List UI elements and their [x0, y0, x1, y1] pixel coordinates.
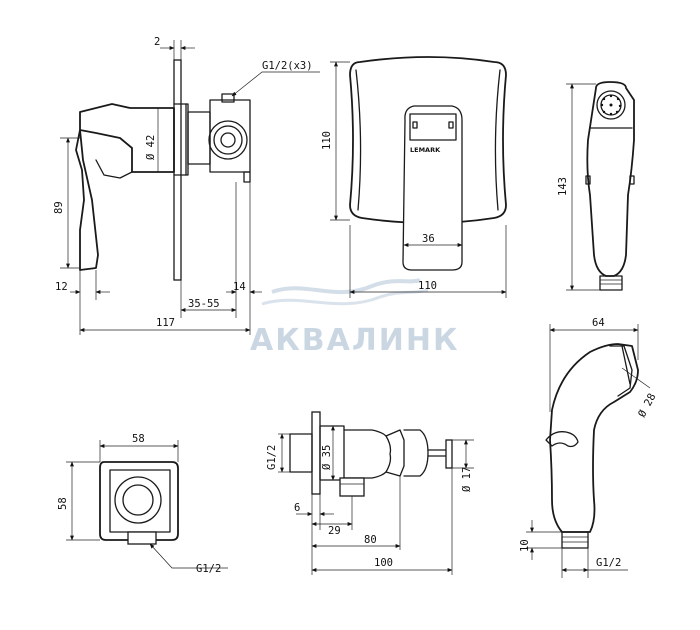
- cover-plate: [349, 56, 507, 224]
- dim-offset-12: 12: [55, 281, 68, 293]
- dim-elbow-height: 58: [57, 497, 69, 510]
- dim-shower-length: 143: [557, 177, 569, 196]
- dim-plate-thickness: 2: [154, 36, 160, 48]
- dim-thread-x3: G1/2(x3): [262, 60, 313, 72]
- dim-outlet-14: 14: [233, 281, 246, 293]
- mixer-side-view: 2 G1/2(x3) Ø 42 89 12 35-55 14 117: [53, 36, 320, 335]
- mixer-body: [79, 103, 175, 173]
- top-port: [221, 93, 235, 103]
- valve-neck: [385, 429, 405, 477]
- dim-elbow-width: 58: [132, 433, 145, 445]
- elbow-inlet-thread: [289, 433, 313, 473]
- dim-diameter-42: Ø 42: [145, 135, 157, 160]
- elbow-ring-outer: [114, 476, 162, 524]
- dim-lever-width: 36: [422, 233, 435, 245]
- dim-elbow-thread: G1/2: [196, 563, 221, 575]
- dim-80: 80: [364, 534, 377, 546]
- bottom-port: [243, 171, 251, 183]
- lever-cap: [409, 113, 457, 141]
- elbow-outlet-side: [339, 477, 365, 497]
- elbow-front-view: 58 58 G1/2: [57, 433, 228, 575]
- dim-profile-width: 64: [592, 317, 605, 329]
- knob: [445, 439, 453, 469]
- dim-connector-10: 10: [519, 539, 531, 552]
- shower-thread: [599, 275, 623, 291]
- lever-handle: [75, 129, 99, 271]
- dim-front-height: 110: [321, 131, 333, 150]
- valve-port-outer: [208, 120, 248, 160]
- valve-port-core: [220, 132, 236, 148]
- shower-profile-thread: [561, 531, 589, 549]
- lever-neck: [95, 159, 133, 179]
- elbow-plate: [99, 461, 179, 541]
- mixer-front-view: LEMARK 110 36 110: [321, 56, 507, 298]
- dim-elbow-diameter: Ø 35: [321, 445, 333, 470]
- spray-face-outer: [596, 90, 626, 120]
- dim-knob-diameter: Ø 17: [461, 467, 473, 492]
- dim-total-depth: 117: [156, 317, 175, 329]
- shower-trigger: [545, 431, 579, 448]
- dim-install-depth: 35-55: [188, 298, 220, 310]
- dim-head-diameter: Ø 28: [636, 391, 658, 419]
- valve-body: [209, 99, 251, 173]
- valve-port-inner: [213, 125, 243, 155]
- shower-side-view: 143: [557, 81, 635, 291]
- watermark: АКВАЛИНК: [250, 278, 459, 358]
- brand-logo: LEMARK: [410, 146, 441, 154]
- cover-plate-bevel-left: [355, 69, 362, 211]
- side-pin-left: [585, 175, 591, 185]
- dim-elbow-side-thread: G1/2: [266, 445, 278, 470]
- elbow-plate-bevel: [109, 469, 171, 533]
- cover-plate-bevel-right: [494, 69, 501, 211]
- shower-profile-view: 64 Ø 28 10 G1/2: [519, 317, 659, 578]
- shower-body: [586, 81, 635, 277]
- elbow-ring-inner: [122, 484, 154, 516]
- cartridge: [187, 111, 211, 165]
- dim-100: 100: [374, 557, 393, 569]
- dim-front-width: 110: [418, 280, 437, 292]
- dim-profile-thread: G1/2: [596, 557, 621, 569]
- wall-plate: [173, 59, 182, 281]
- watermark-text: АКВАЛИНК: [250, 323, 459, 358]
- spray-holes: [600, 94, 622, 116]
- dim-29: 29: [328, 525, 341, 537]
- dim-6: 6: [294, 502, 300, 514]
- elbow-flange: [311, 411, 321, 495]
- lever-front: [402, 105, 463, 271]
- side-pin-right: [629, 175, 635, 185]
- elbow-side-view: G1/2 Ø 35 Ø 17 6 29 80 100: [266, 411, 474, 575]
- shower-profile-head: [609, 345, 633, 397]
- dim-height-89: 89: [53, 201, 65, 214]
- shower-profile-body: [549, 343, 639, 533]
- elbow-outlet: [127, 531, 157, 545]
- valve-handle-body: [403, 429, 429, 477]
- valve-bulge: [343, 429, 392, 479]
